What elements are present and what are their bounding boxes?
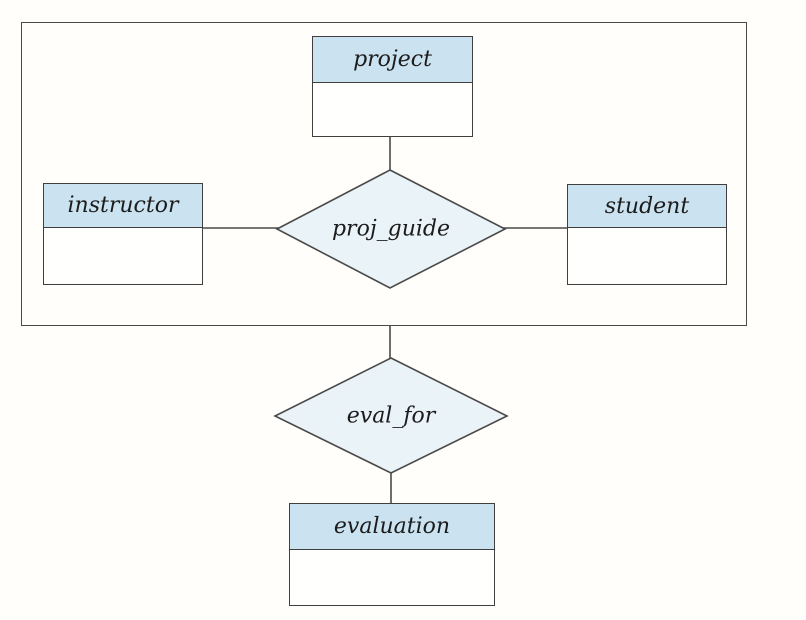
- entity-evaluation-label: evaluation: [333, 514, 451, 539]
- entity-project-label: project: [353, 47, 432, 72]
- relationship-proj-guide-diamond: [275, 169, 507, 289]
- entity-instructor-attributes: [44, 228, 202, 284]
- entity-instructor: instructor: [43, 183, 203, 285]
- entity-student: student: [567, 184, 727, 285]
- entity-student-label: student: [604, 193, 690, 219]
- entity-student-header: student: [568, 185, 726, 228]
- entity-instructor-header: instructor: [44, 184, 202, 228]
- entity-project-header: project: [313, 37, 472, 83]
- relationship-proj-guide-label: proj_guide: [331, 216, 451, 242]
- entity-evaluation: evaluation: [289, 503, 495, 606]
- entity-evaluation-attributes: [290, 550, 494, 605]
- entity-project: project: [312, 36, 473, 137]
- relationship-eval-for-diamond: [273, 357, 509, 474]
- aggregation-boundary: [21, 22, 747, 326]
- entity-student-attributes: [568, 228, 726, 284]
- entity-project-attributes: [313, 83, 472, 136]
- entity-evaluation-header: evaluation: [290, 504, 494, 550]
- relationship-eval-for-label: eval_for: [346, 403, 436, 429]
- entity-instructor-label: instructor: [67, 193, 179, 218]
